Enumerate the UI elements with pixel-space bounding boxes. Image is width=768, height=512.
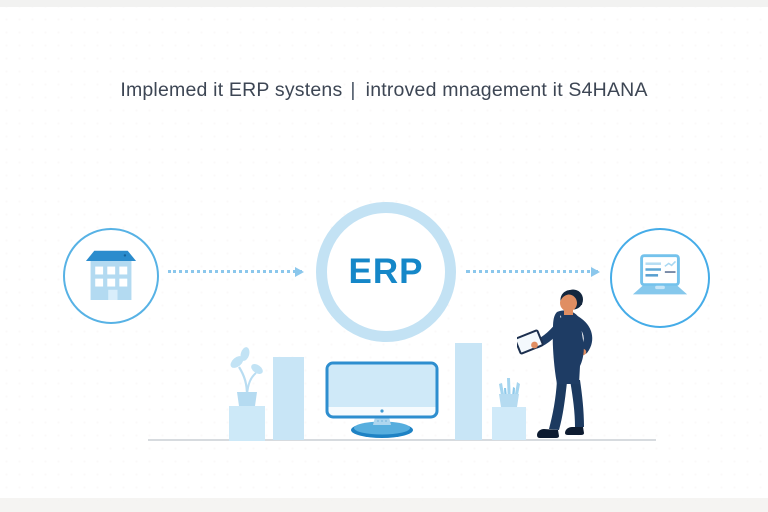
top-edge-band	[0, 0, 768, 7]
floor-line	[148, 439, 656, 441]
dotted-arrow-erp-to-laptop	[466, 266, 600, 278]
laptop-node	[610, 228, 710, 328]
title-right-text: introved mnagement it S4HANA	[365, 79, 648, 101]
bar-shape-left	[273, 357, 304, 440]
building-icon	[85, 246, 137, 307]
dotted-line	[168, 270, 302, 273]
plant-in-pot-icon	[229, 347, 265, 446]
grass-plant-icon	[492, 376, 526, 445]
title-left-text: Implemed it ERP systens	[120, 79, 343, 101]
arrowhead-right-icon	[591, 266, 600, 277]
laptop-icon	[629, 253, 691, 304]
title-separator: |	[350, 79, 356, 101]
dotted-arrow-building-to-erp	[168, 266, 304, 278]
erp-label: ERP	[348, 252, 424, 291]
desktop-monitor-icon	[324, 360, 440, 445]
page-title: Implemed it ERP systens | introved mnageme…	[0, 79, 768, 102]
erp-node: ERP	[316, 202, 456, 342]
dotted-line	[466, 270, 598, 273]
person-with-tablet-illustration	[514, 288, 605, 447]
bottom-edge-band	[0, 498, 768, 512]
bar-shape-right	[455, 343, 482, 440]
arrowhead-right-icon	[295, 266, 304, 277]
building-node	[63, 228, 159, 324]
